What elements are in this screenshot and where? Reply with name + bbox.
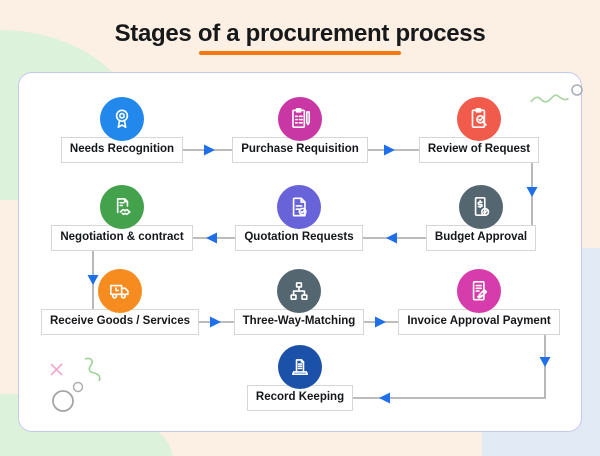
stage-label: Quotation Requests [235, 225, 363, 251]
stage-purchase-requisition: Purchase Requisition [190, 97, 410, 163]
stage-budget-approval: Budget Approval [371, 185, 591, 251]
laptop-document-icon [278, 345, 322, 389]
contract-handshake-icon [100, 185, 144, 229]
sitemap-icon [277, 269, 321, 313]
delivery-truck-icon [98, 269, 142, 313]
stage-quotation-requests: Quotation Requests [189, 185, 409, 251]
stage-label: Review of Request [418, 137, 540, 163]
document-check-icon [277, 185, 321, 229]
clipboard-pencil-icon [278, 97, 322, 141]
clipboard-search-icon [457, 97, 501, 141]
invoice-pen-icon [457, 269, 501, 313]
stage-invoice-approval-payment: Invoice Approval Payment [369, 269, 589, 335]
page-title: Stages of a procurement process [114, 20, 486, 47]
stage-negotiation-contract: Negotiation & contract [12, 185, 232, 251]
stage-review-of-request: Review of Request [369, 97, 589, 163]
award-icon [100, 97, 144, 141]
stage-receive-goods-services: Receive Goods / Services [10, 269, 230, 335]
budget-document-icon [459, 185, 503, 229]
title-underline [199, 51, 401, 55]
stage-record-keeping: Record Keeping [190, 345, 410, 411]
